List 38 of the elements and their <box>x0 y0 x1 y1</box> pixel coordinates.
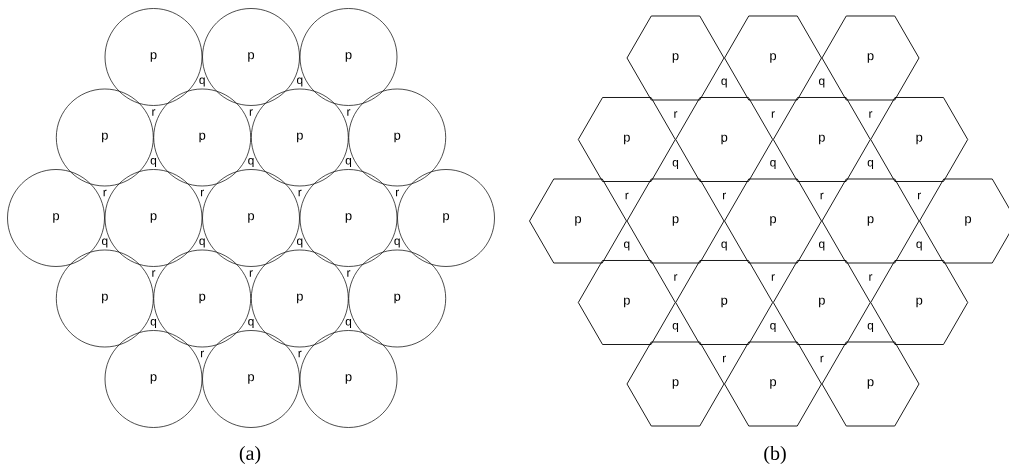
gap-label: r <box>297 189 302 197</box>
panel-caption: (a) <box>239 445 261 465</box>
gap-label: q <box>867 160 874 169</box>
gap-label: r <box>249 270 253 277</box>
gap-label: q <box>672 323 679 332</box>
gap-label: r <box>346 270 351 277</box>
panel-caption: (b) <box>764 445 786 465</box>
gap-label: r <box>249 109 253 116</box>
gap-label: r <box>771 111 775 118</box>
gap-label: r <box>346 109 351 116</box>
gap-label: r <box>673 274 678 281</box>
gap-label: r <box>200 189 205 197</box>
gap-label: q <box>150 319 157 328</box>
gap-label: r <box>917 192 922 200</box>
gap-label: q <box>769 160 777 169</box>
gap-label: r <box>673 111 678 118</box>
gap-label: r <box>722 355 727 363</box>
gap-label: q <box>247 319 255 328</box>
gap-label: q <box>769 323 777 332</box>
gap-label: r <box>151 270 156 277</box>
gap-label: q <box>247 158 255 167</box>
gap-label: r <box>819 355 824 363</box>
gap-label: r <box>819 192 824 200</box>
gap-label: r <box>771 274 775 281</box>
gap-label: q <box>345 158 352 167</box>
gap-label: r <box>102 189 107 197</box>
gap-label: r <box>200 350 205 358</box>
gap-label: r <box>297 350 302 358</box>
gap-label: r <box>868 274 873 281</box>
gap-label: q <box>672 160 679 169</box>
gap-label: q <box>150 158 157 167</box>
gap-label: r <box>151 109 156 116</box>
gap-label: q <box>867 323 874 332</box>
gap-label: r <box>868 111 873 118</box>
gap-label: q <box>345 319 352 328</box>
gap-label: r <box>395 189 400 197</box>
gap-label: r <box>624 192 629 200</box>
gap-label: r <box>722 192 727 200</box>
